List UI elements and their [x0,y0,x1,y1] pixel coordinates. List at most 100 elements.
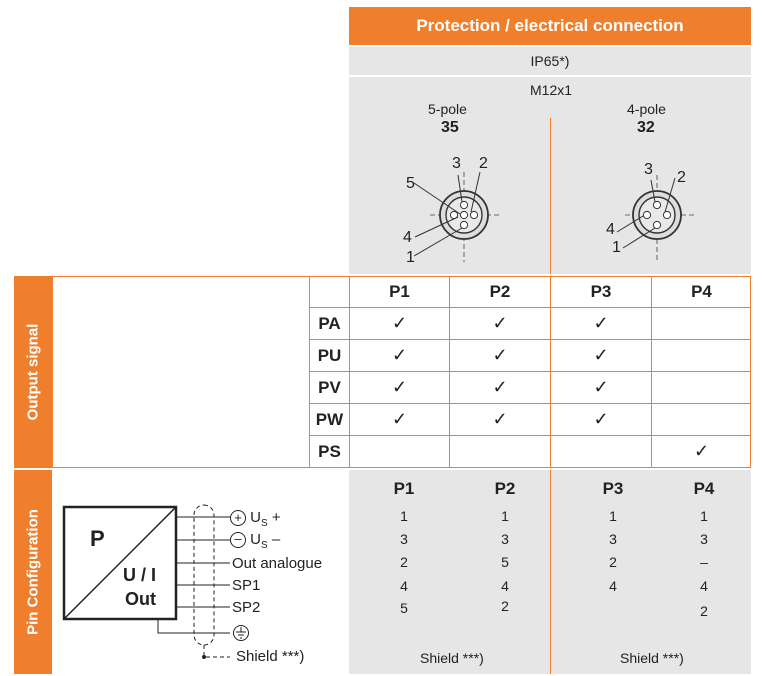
c4-n2: 2 [677,169,686,186]
check-mark: ✓ [492,345,508,365]
row-divider [309,435,751,436]
pin-config-label: Pin Configuration [24,509,42,635]
terminal-us-minus: – US – [230,531,280,551]
us-plus-label: U [250,509,262,526]
row-divider [309,403,751,404]
minus-circle-icon: – [230,532,246,549]
us-minus-sign: – [271,531,281,548]
row-divider [309,307,751,308]
check-mark: ✓ [391,409,408,429]
out-analogue-label: Out analogue [232,555,323,572]
check-mark [652,308,751,339]
pin-value: 5 [400,600,408,616]
c5-n4: 4 [403,229,412,246]
pin-col-p1: P1 [393,479,415,498]
ip-rating: IP65*) [530,53,570,69]
check-mark: ✓ [693,441,710,461]
col-divider [651,276,652,468]
pole4-label: 4-pole [627,101,666,117]
pin-value: 3 [501,531,509,547]
sp1-label: SP1 [232,577,261,594]
row-label: PU [317,345,342,365]
us-plus-sub: S [261,518,268,529]
shield-note-right: Shield ***) [620,650,684,666]
diagram-ui: U / I [123,565,157,585]
output-signal-grid [52,276,751,468]
code32: 32 [637,119,655,136]
col-header-p3: P3 [590,282,612,301]
col-divider [550,276,551,468]
check-mark [652,340,751,371]
row-label: PS [318,441,341,461]
col-divider [309,276,310,468]
c5-n5: 5 [406,175,415,192]
pin-value: 2 [609,554,617,570]
check-mark [652,372,751,403]
code35: 35 [441,119,459,136]
plus-circle-icon: + [230,510,246,527]
sp2-label: SP2 [232,599,261,616]
pin-col-p3: P3 [602,479,624,498]
output-signal-sidebar: Output signal [14,276,52,468]
col-divider [349,276,350,468]
pin-value: 4 [501,578,509,594]
pin-value: 2 [501,598,509,614]
pin-value: 1 [700,508,708,524]
col-divider [449,276,450,468]
col-header-p4: P4 [691,282,712,301]
diagram-shield-label: Shield ***) [236,648,305,665]
c5-n3: 3 [452,155,461,172]
c4-n1: 1 [612,239,621,256]
row-label: PW [315,409,344,429]
check-mark: ✓ [593,409,609,429]
ip-rating-row: IP65*) [349,47,751,75]
shield-note-left: Shield ***) [420,650,484,666]
col-header-p2: P2 [489,282,511,301]
pole5-label: 5-pole [428,101,467,117]
c5-n1: 1 [406,249,415,266]
pin-value: – [700,554,708,570]
row-label: PV [318,377,341,397]
pin-col-p2: P2 [494,479,516,498]
pin-wiring-diagram [62,504,230,659]
connector-5pole-icon [413,171,500,262]
check-mark: ✓ [391,377,408,397]
check-mark: ✓ [593,313,609,333]
us-plus-sign: + [271,509,281,526]
terminal-us-plus: + US + [230,509,281,529]
pin-value: 4 [400,578,408,594]
check-mark: ✓ [492,377,508,397]
check-mark: ✓ [391,313,408,333]
pin-col-p4: P4 [693,479,715,498]
pin-value: 2 [700,603,708,619]
pin-value: 5 [501,554,509,570]
pin-value: 4 [609,578,617,594]
protection-header: Protection / electrical connection [349,7,751,45]
check-mark: ✓ [391,345,408,365]
check-mark [450,436,550,467]
diagram-p: P [90,526,105,551]
pin-value: 3 [400,531,408,547]
check-mark [551,436,651,467]
row-divider [309,339,751,340]
output-signal-label: Output signal [24,323,42,421]
check-mark: ✓ [492,409,508,429]
protection-title: Protection / electrical connection [416,16,684,35]
check-mark [350,436,449,467]
check-mark: ✓ [492,313,508,333]
ground-icon [233,625,249,641]
c5-n2: 2 [479,155,488,172]
row-label: PA [318,313,341,333]
check-mark: ✓ [593,377,609,397]
c4-n3: 3 [644,161,653,178]
pin-value: 4 [700,578,708,594]
connector-type: M12x1 [530,82,573,98]
pin-config-divider [550,470,551,674]
pin-value: 1 [609,508,617,524]
check-mark: ✓ [593,345,609,365]
us-minus-label: U [250,531,262,548]
c4-n4: 4 [606,221,615,238]
pin-value: 1 [501,508,509,524]
pin-value: 2 [400,554,408,570]
connector-divider [550,118,551,274]
